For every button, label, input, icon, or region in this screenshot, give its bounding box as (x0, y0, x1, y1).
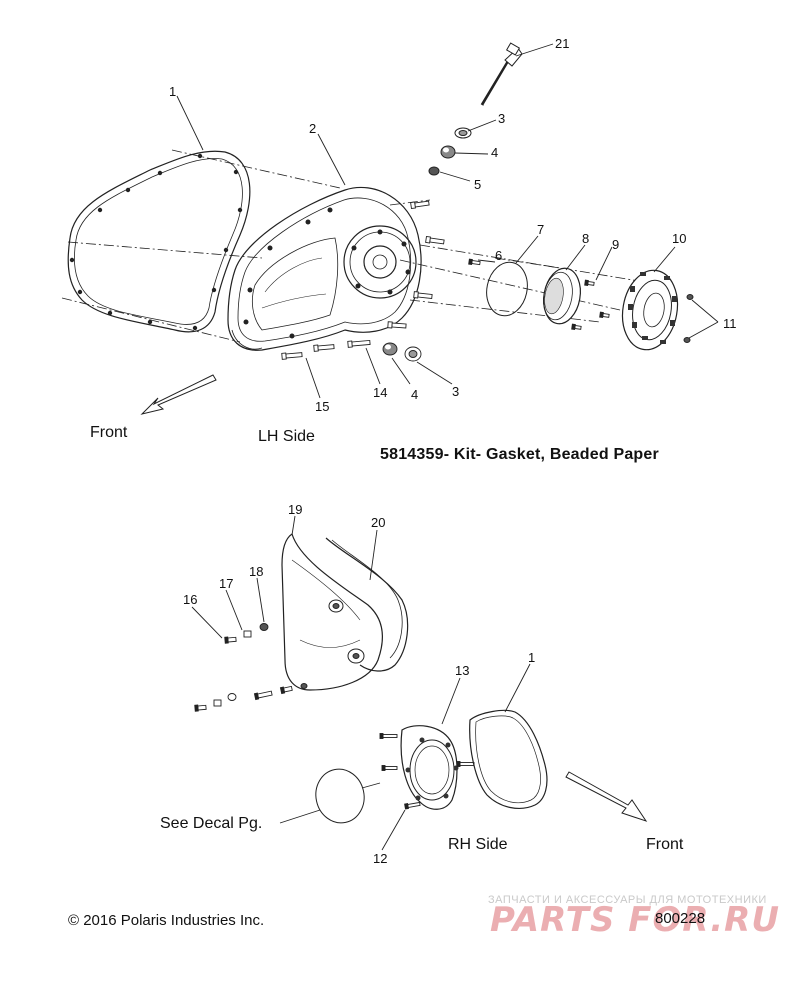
dipstick (480, 42, 523, 106)
gasket-rh (469, 709, 548, 809)
trim-screws (683, 294, 694, 343)
callout-12: 12 (373, 851, 388, 866)
leader-lines-top (176, 43, 719, 399)
callout-3-top: 3 (498, 111, 506, 126)
front-label-top: Front (90, 424, 128, 441)
diagram-id: 800228 (655, 910, 706, 927)
decal-disc (315, 768, 365, 824)
cover-bottom-fasteners (281, 339, 422, 362)
primary-cover-lh (227, 186, 422, 351)
callout-6: 6 (495, 248, 503, 263)
cam-cover-screws (194, 623, 293, 712)
callout-5: 5 (474, 177, 482, 192)
callout-4-top: 4 (491, 145, 499, 160)
lh-side-label: LH Side (258, 428, 315, 445)
callout-21: 21 (555, 36, 570, 51)
kit-note: 5814359- Kit- Gasket, Beaded Paper (380, 446, 659, 463)
callout-1-rh: 1 (528, 650, 536, 665)
cam-cover-rh (281, 533, 383, 691)
derby-cover (543, 267, 581, 325)
callout-1-lh: 1 (169, 84, 177, 99)
callout-14: 14 (373, 385, 388, 400)
trim-ring (621, 269, 679, 351)
alignment-lines-top (61, 149, 646, 343)
cover-13 (379, 725, 475, 810)
seal-top (454, 127, 472, 139)
callout-7: 7 (537, 222, 545, 237)
leader-lines-bottom (191, 515, 531, 851)
callout-2: 2 (309, 121, 317, 136)
callout-20: 20 (371, 515, 386, 530)
callout-8: 8 (582, 231, 590, 246)
callout-13: 13 (455, 663, 470, 678)
see-decal-label: See Decal Pg. (160, 815, 263, 832)
callout-19: 19 (288, 502, 303, 517)
front-arrow-top (140, 374, 217, 415)
callout-16: 16 (183, 592, 198, 607)
callout-10: 10 (672, 231, 687, 246)
callout-9: 9 (612, 237, 620, 252)
front-label-bottom: Front (646, 836, 684, 853)
copyright: © 2016 Polaris Industries Inc. (68, 912, 265, 929)
callout-4-bottom: 4 (411, 387, 419, 402)
gasket-lh (67, 150, 251, 333)
derby-cover-o-ring (486, 261, 528, 317)
watermark-brand-logo: PARTS FOR.RU (490, 900, 780, 940)
callout-18: 18 (249, 564, 264, 579)
rh-side-label: RH Side (448, 836, 508, 853)
callout-17: 17 (219, 576, 234, 591)
plug-top (440, 145, 456, 159)
callout-11: 11 (723, 316, 737, 331)
o-ring-small (428, 166, 440, 176)
callout-3-bottom: 3 (452, 384, 460, 399)
cover-bolts (387, 200, 610, 330)
watermark-tagline: ЗАПЧАСТИ И АКСЕССУАРЫ ДЛЯ МОТОТЕХНИКИ (488, 894, 767, 906)
front-arrow-bottom (565, 771, 648, 822)
cam-cover-gasket (325, 537, 409, 672)
callout-15: 15 (315, 399, 330, 414)
